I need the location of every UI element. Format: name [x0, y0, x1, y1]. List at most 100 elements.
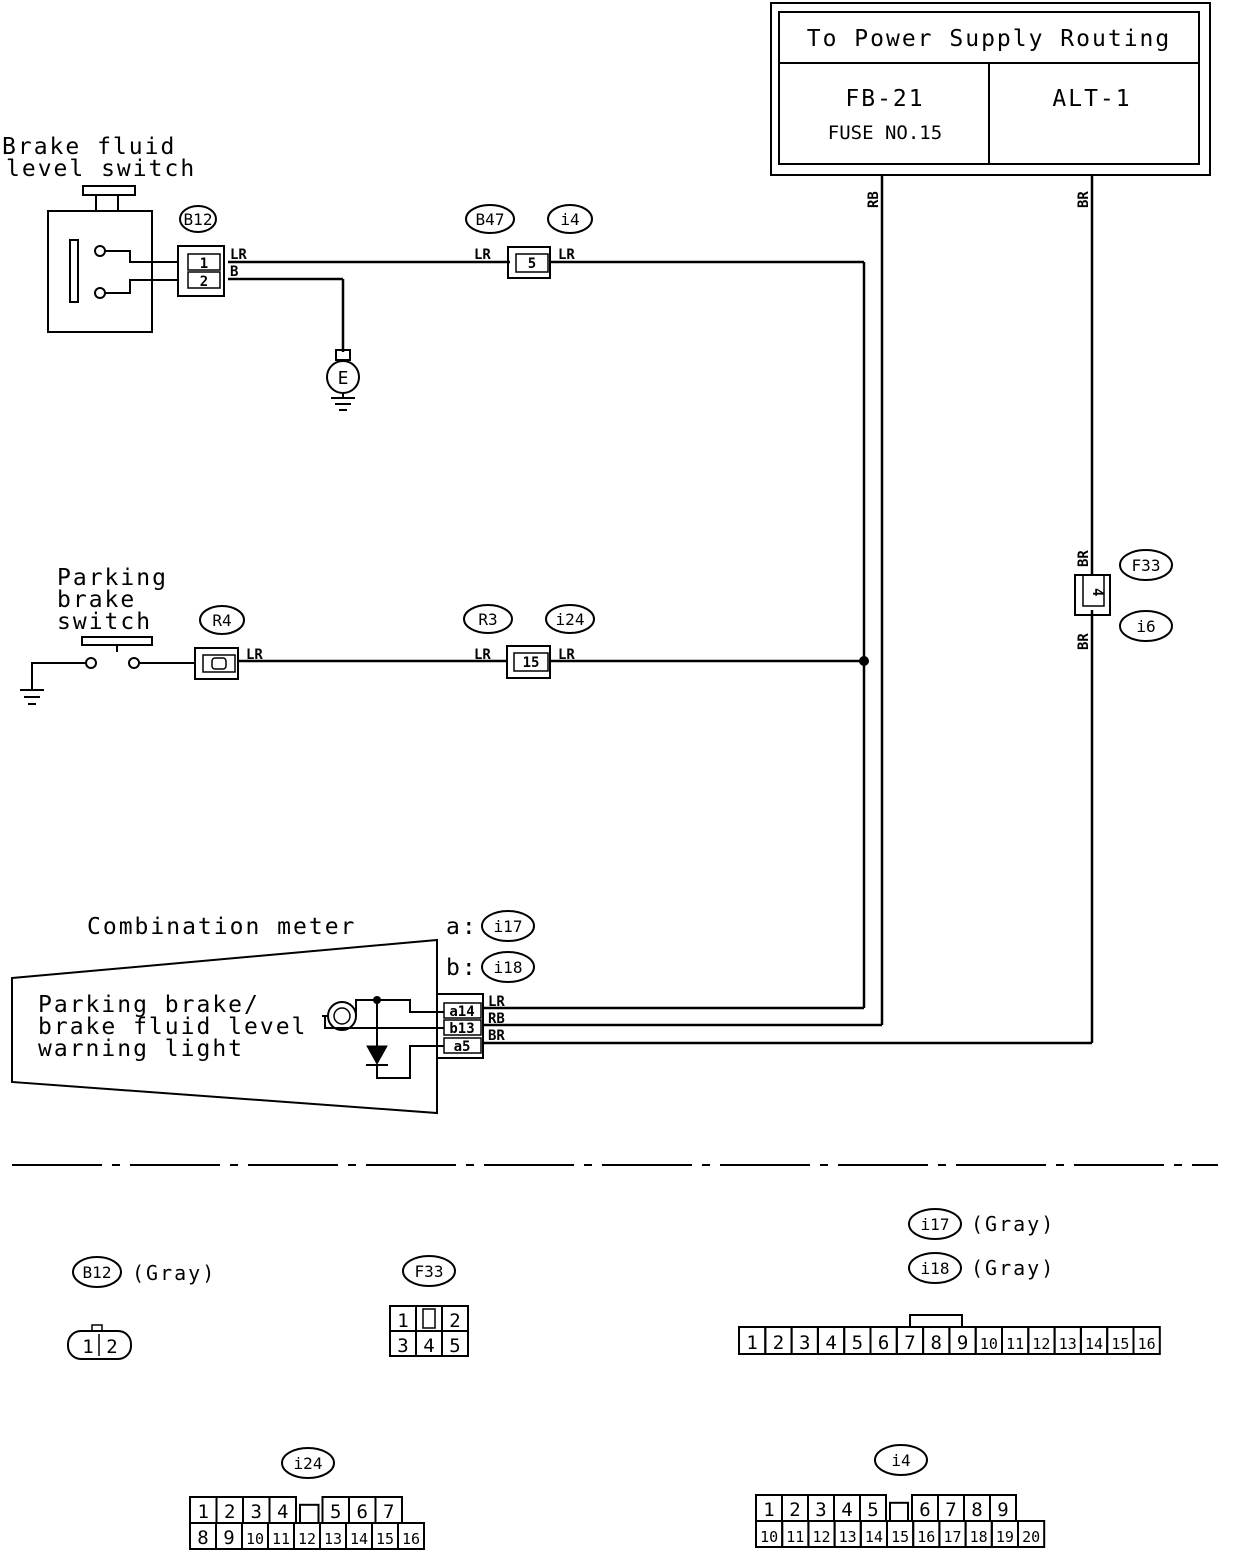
face-i17-pin-9: 9 [957, 1332, 968, 1354]
b47-tag: B47 [476, 210, 505, 229]
fuse-fb21-label: FB-21 [845, 86, 924, 112]
i18-tag: i18 [494, 958, 523, 977]
face-i17-pin-11: 11 [1006, 1335, 1024, 1353]
face-i24-top-pin-7: 7 [383, 1501, 394, 1523]
face-i17-tag: i17 [921, 1215, 950, 1234]
face-i24-top-gap [299, 1503, 320, 1525]
face-i17-pin-5: 5 [852, 1332, 863, 1354]
wire-label-rb-meter: RB [488, 1011, 505, 1027]
wire-label-b: B [230, 264, 238, 280]
warning-light-line1: Parking brake/ [38, 992, 260, 1018]
combination-meter: Combination meter Parking brake/ brake f… [11, 914, 444, 1115]
warning-light-line3: warning light [38, 1036, 244, 1062]
power-supply-box: To Power Supply Routing FB-21 FUSE NO.15… [770, 2, 1211, 176]
connector-r4: R4 LR [194, 605, 263, 680]
face-i17-gray: (Gray) [971, 1212, 1055, 1236]
fuse-number-label: FUSE NO.15 [828, 122, 942, 144]
parking-brake-switch: Parking brake switch [20, 565, 195, 705]
face-b12-tag: B12 [83, 1263, 112, 1282]
face-i17-pin-13: 13 [1059, 1335, 1077, 1353]
wire-label-lr-b12: LR [230, 247, 247, 263]
face-i17-pin-15: 15 [1111, 1335, 1129, 1353]
brake-fluid-label-line1: Brake fluid [2, 134, 176, 160]
face-i4-bottom-pin-19: 19 [996, 1528, 1014, 1546]
wire-label-lr-r3-right: LR [558, 647, 575, 663]
wire-label-br-f33-lower: BR [1076, 633, 1092, 650]
face-i24-bottom-pin-16: 16 [402, 1530, 420, 1548]
wires [228, 175, 1094, 1045]
face-i4-bottom-pin-11: 11 [786, 1528, 804, 1546]
face-f33-pin-1: 1 [397, 1310, 408, 1332]
face-i17-pin-10: 10 [980, 1335, 998, 1353]
face-i24-top-pin-5: 5 [330, 1501, 341, 1523]
brake-fluid-label-line2: level switch [6, 156, 196, 182]
face-i24-bottom-pin-15: 15 [376, 1530, 394, 1548]
face-i4-top-pin-3: 3 [815, 1499, 826, 1521]
power-box-title: To Power Supply Routing [807, 26, 1172, 52]
f33-tag: F33 [1132, 556, 1161, 575]
alt-label: ALT-1 [1052, 86, 1131, 112]
face-i17-pin-8: 8 [931, 1332, 942, 1354]
wire-label-lr-b47-right: LR [558, 247, 575, 263]
i24-tag: i24 [556, 610, 585, 629]
face-i24-top-pin-3: 3 [251, 1501, 262, 1523]
parking-label-line1: Parking [57, 565, 168, 591]
face-f33-pin-2: 2 [449, 1310, 460, 1332]
face-i4-bottom-pin-20: 20 [1022, 1528, 1040, 1546]
face-i4-top-pin-2: 2 [789, 1499, 800, 1521]
face-i4-bottom-pin-10: 10 [760, 1528, 778, 1546]
face-b12-gray: (Gray) [132, 1261, 216, 1285]
face-i4-top-pin-6: 6 [919, 1499, 930, 1521]
i4-tag: i4 [560, 210, 579, 229]
face-i4-top-pin-8: 8 [971, 1499, 982, 1521]
face-i4-tag: i4 [891, 1451, 910, 1470]
face-i17-pin-12: 12 [1032, 1335, 1050, 1353]
face-f33-pin-4: 4 [423, 1335, 434, 1357]
face-i4-bottom-pin-18: 18 [970, 1528, 988, 1546]
face-i4-bottom-pin-12: 12 [812, 1528, 830, 1546]
warning-light-line2: brake fluid level [38, 1014, 307, 1040]
face-i24-bottom-pin-11: 11 [272, 1530, 290, 1548]
face-f33-pin-5: 5 [449, 1335, 460, 1357]
face-f33-tag: F33 [415, 1262, 444, 1281]
wire-label-br-top: BR [1076, 191, 1092, 208]
face-i17-pin-4: 4 [825, 1332, 836, 1354]
b12-tag: B12 [184, 210, 213, 229]
face-i4-top-pin-7: 7 [945, 1499, 956, 1521]
wire-label-lr-r4: LR [246, 647, 263, 663]
meter-pin-a5: a5 [454, 1039, 471, 1055]
meter-pin-b13: b13 [449, 1021, 474, 1037]
meter-connector: a: i17 b: i18 a14 b13 a5 LR RB BR [436, 910, 535, 1059]
face-i18-gray: (Gray) [971, 1256, 1055, 1280]
combination-meter-label: Combination meter [87, 914, 356, 940]
i24-pin-15: 15 [523, 655, 540, 671]
face-i24-bottom-pin-10: 10 [246, 1530, 264, 1548]
wire-label-br-f33-upper: BR [1076, 550, 1092, 567]
face-i17-pin-16: 16 [1138, 1335, 1156, 1353]
face-b12-pin-1: 1 [82, 1336, 93, 1358]
face-i17-pin-2: 2 [773, 1332, 784, 1354]
b12-pin-2: 2 [200, 274, 208, 290]
brake-fluid-level-switch: Brake fluid level switch [2, 134, 196, 333]
face-i17-pin-7: 7 [904, 1332, 915, 1354]
face-i17-pin-14: 14 [1085, 1335, 1103, 1353]
face-i4-bottom-pin-16: 16 [917, 1528, 935, 1546]
face-i17-pin-6: 6 [878, 1332, 889, 1354]
face-i17-pin-3: 3 [799, 1332, 810, 1354]
parking-label-line2: brake [57, 587, 136, 613]
face-i4-bottom-pin-14: 14 [865, 1528, 883, 1546]
ground-e: E [326, 349, 360, 411]
meter-b-prefix: b: [446, 955, 478, 981]
face-i4-bottom-pin-13: 13 [839, 1528, 857, 1546]
face-i24-bottom-pin-14: 14 [350, 1530, 368, 1548]
junction-dot [859, 656, 869, 666]
wire-label-lr-meter: LR [488, 994, 505, 1010]
i4-pin-5: 5 [528, 256, 536, 272]
face-i4-bottom-pin-15: 15 [891, 1528, 909, 1546]
face-i18-tag: i18 [921, 1259, 950, 1278]
face-i24-top-pin-4: 4 [277, 1501, 288, 1523]
b12-pin-1: 1 [200, 256, 208, 272]
